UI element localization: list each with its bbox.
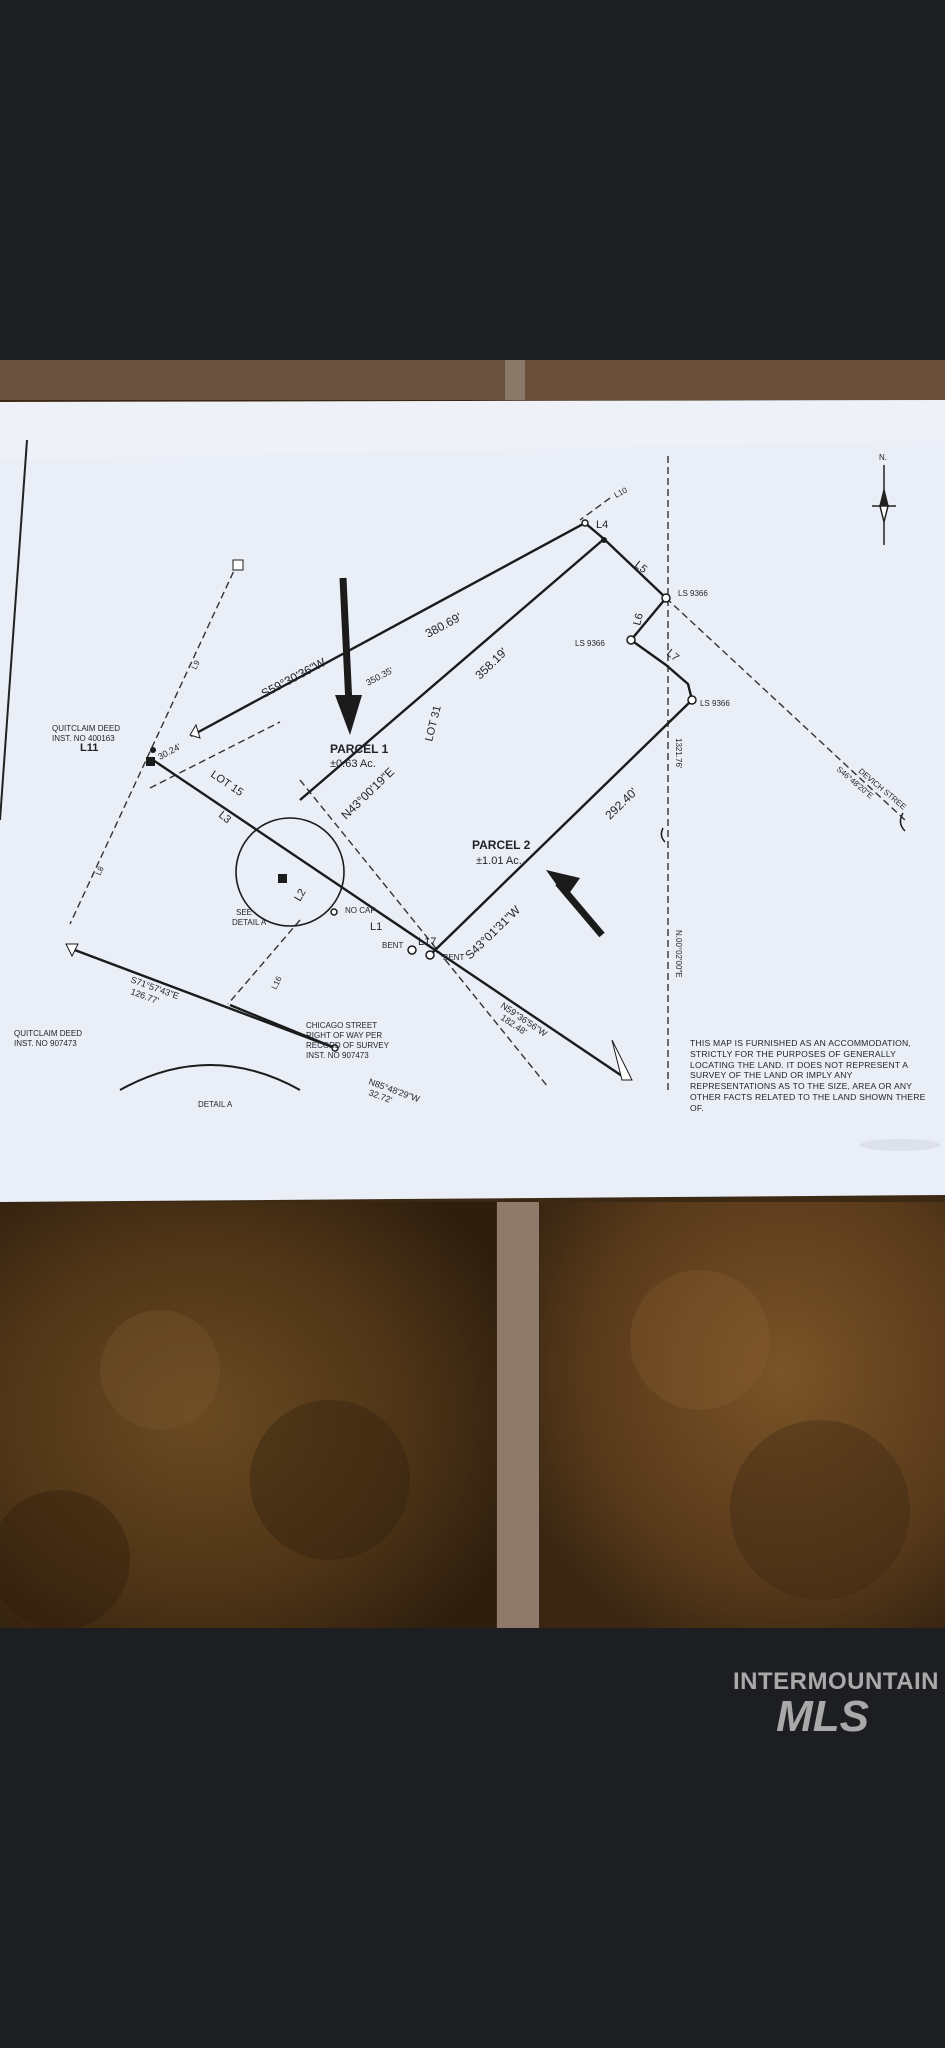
detail-a-arc: [119, 1064, 301, 1091]
l1-label: L1: [370, 921, 382, 933]
l2-label: L2: [292, 887, 309, 904]
l8-label: L8: [94, 864, 106, 876]
chicago-row-label: RIGHT OF WAY PER: [306, 1031, 382, 1040]
l4-label: L4: [596, 519, 608, 531]
quitclaim-top-inst: INST. NO 400163: [52, 734, 115, 743]
ls-label-1: LS 9366: [678, 589, 708, 598]
chicago-survey-label: RECORD OF SURVEY: [306, 1041, 390, 1050]
l17-label: L17: [418, 936, 436, 948]
parcel-arrows: [335, 577, 605, 938]
l6-label: L6: [631, 612, 646, 627]
bent-label-1: BENT: [382, 941, 403, 950]
east-distance: 1321.76': [674, 738, 683, 769]
east-bearing: N.00°02'00"E: [674, 930, 683, 978]
see-label: SEE: [236, 908, 252, 917]
bent-label-2: BENT: [443, 953, 464, 962]
l11-label: L11: [80, 742, 98, 754]
see-detail-label: DETAIL A: [232, 918, 267, 927]
chicago-street-label: CHICAGO STREET: [306, 1021, 377, 1030]
parcel-2-label: PARCEL 2: [472, 838, 531, 852]
watermark-line2: MLS: [776, 1692, 869, 1741]
parcel-1-label: PARCEL 1: [330, 742, 389, 756]
disclaimer-note: THIS MAP IS FURNISHED AS AN ACCOMMODATIO…: [690, 1038, 926, 1113]
quitclaim-bottom: QUITCLAIM DEED: [14, 1029, 82, 1038]
l9-label: L9: [190, 658, 202, 670]
ls-label-2: LS 9366: [575, 639, 605, 648]
watermark-line1: INTERMOUNTAIN: [732, 1668, 939, 1695]
detail-circle: [235, 817, 345, 927]
no-cap-label: NO CAP: [345, 906, 376, 915]
chicago-inst-label: INST. NO 907473: [306, 1051, 369, 1060]
property-photo: N.: [0, 360, 945, 1628]
parcel-2-area: ±1.01 Ac.: [476, 855, 522, 867]
ls-label-3: LS 9366: [700, 699, 730, 708]
parcel-1-area: ±0.63 Ac.: [330, 758, 376, 770]
plat-map-paper: N.: [0, 400, 945, 1202]
svg-text:N.: N.: [879, 453, 887, 462]
l5-label: L5: [632, 559, 649, 576]
mls-watermark: INTERMOUNTAIN MLS: [699, 1668, 939, 1742]
north-arrow-icon: [872, 465, 896, 545]
quitclaim-top: QUITCLAIM DEED: [52, 724, 120, 733]
quitclaim-bottom-inst: INST. NO 907473: [14, 1039, 77, 1048]
detail-a-label: DETAIL A: [198, 1100, 233, 1109]
plat-map-drawing: N.: [0, 400, 945, 1202]
